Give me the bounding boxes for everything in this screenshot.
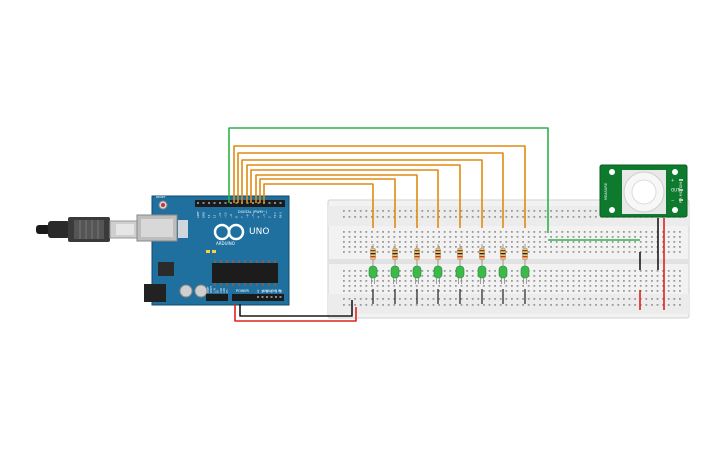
analog-pin-label: A2 xyxy=(265,289,269,293)
signal-wire xyxy=(250,169,439,228)
digital-pin-label: 8 xyxy=(235,216,239,218)
analog-pin-label: A3 xyxy=(270,289,274,293)
digital-pin-label: AREF xyxy=(196,211,200,218)
digital-pin-label: 2 xyxy=(268,216,272,218)
digital-pin-label: 7 xyxy=(240,216,244,218)
infinity-logo-icon xyxy=(213,223,245,241)
signal-wire xyxy=(255,174,418,228)
resistor-icon xyxy=(457,247,463,261)
digital-pin-label: 13 xyxy=(207,214,211,218)
led-icon xyxy=(368,265,378,284)
signal-wire xyxy=(259,178,396,228)
resistor-icon xyxy=(435,247,441,261)
led-icon xyxy=(477,265,487,284)
resistor-icon xyxy=(522,247,528,261)
digital-pin-label: ~10 xyxy=(224,212,228,218)
digital-pin-label: ~6 xyxy=(246,214,250,218)
digital-pin-label: ~3 xyxy=(262,214,266,218)
pir-sensor: MEASURE PIR MOTION + OUT − xyxy=(599,164,688,218)
pir-label-left: MEASURE xyxy=(604,183,608,200)
pir-dome-icon xyxy=(623,171,665,213)
led-icon xyxy=(455,265,465,284)
digital-pin-label: 12 xyxy=(213,214,217,218)
signal-wire xyxy=(263,183,374,228)
analog-pin-label: A5 xyxy=(279,289,283,293)
reset-label: RESET xyxy=(156,195,166,199)
led-icon xyxy=(498,265,508,284)
pir-pin-label: − xyxy=(671,198,674,203)
signal-wire xyxy=(241,159,483,228)
led-icon xyxy=(433,265,443,284)
pir-pin-label: + xyxy=(671,178,674,183)
digital-pin-label: TX 1 xyxy=(273,212,277,218)
arduino-board: ARDUINO UNO DIGITAL (PWM~) POWER ANALOG … xyxy=(136,195,290,306)
resistor-icon xyxy=(500,247,506,261)
signal-wire xyxy=(246,164,461,228)
pir-pin-label: OUT xyxy=(671,188,680,193)
power-pin-label: GND xyxy=(220,288,223,293)
digital-pin-label: ~9 xyxy=(229,214,233,218)
led-icon xyxy=(390,265,400,284)
breadboard xyxy=(327,199,690,319)
power-header-label: POWER xyxy=(236,289,250,293)
analog-pin-label: A1 xyxy=(261,289,265,293)
digital-header-label: DIGITAL (PWM~) xyxy=(238,210,268,214)
digital-pin-label: 4 xyxy=(257,216,261,218)
digital-pin-label: RX 0 xyxy=(279,212,283,218)
resistor-icon xyxy=(392,247,398,261)
power-pin-label: 5V xyxy=(217,290,220,293)
digital-pin-label: GND xyxy=(202,212,206,218)
ground-wire xyxy=(239,300,353,317)
analog-header-label: ANALOG IN xyxy=(262,289,282,293)
signal-wire xyxy=(233,145,526,228)
led-icon xyxy=(412,265,422,284)
power-pin-label: Vin xyxy=(226,289,229,293)
resistor-icon xyxy=(479,247,485,261)
arduino-model-label: UNO xyxy=(249,227,269,237)
power-wire xyxy=(234,304,357,322)
resistor-icon xyxy=(414,247,420,261)
power-pin-label: IOREF xyxy=(207,286,210,293)
digital-pin-label: ~5 xyxy=(251,214,255,218)
power-pin-label: GND xyxy=(223,288,226,293)
arduino-brand-label: ARDUINO xyxy=(216,241,235,246)
usb-cable-icon xyxy=(36,217,139,242)
signal-wire xyxy=(237,152,504,228)
sensor-wire xyxy=(228,127,549,233)
power-pin-label: 3.3V xyxy=(213,288,216,293)
led-icon xyxy=(520,265,530,284)
analog-pin-label: A0 xyxy=(256,289,260,293)
resistor-icon xyxy=(370,247,376,261)
digital-pin-label: ~11 xyxy=(218,212,222,218)
analog-pin-label: A4 xyxy=(274,289,278,293)
pir-label-right: PIR MOTION xyxy=(679,182,683,203)
power-pin-label: RESET xyxy=(210,285,213,293)
